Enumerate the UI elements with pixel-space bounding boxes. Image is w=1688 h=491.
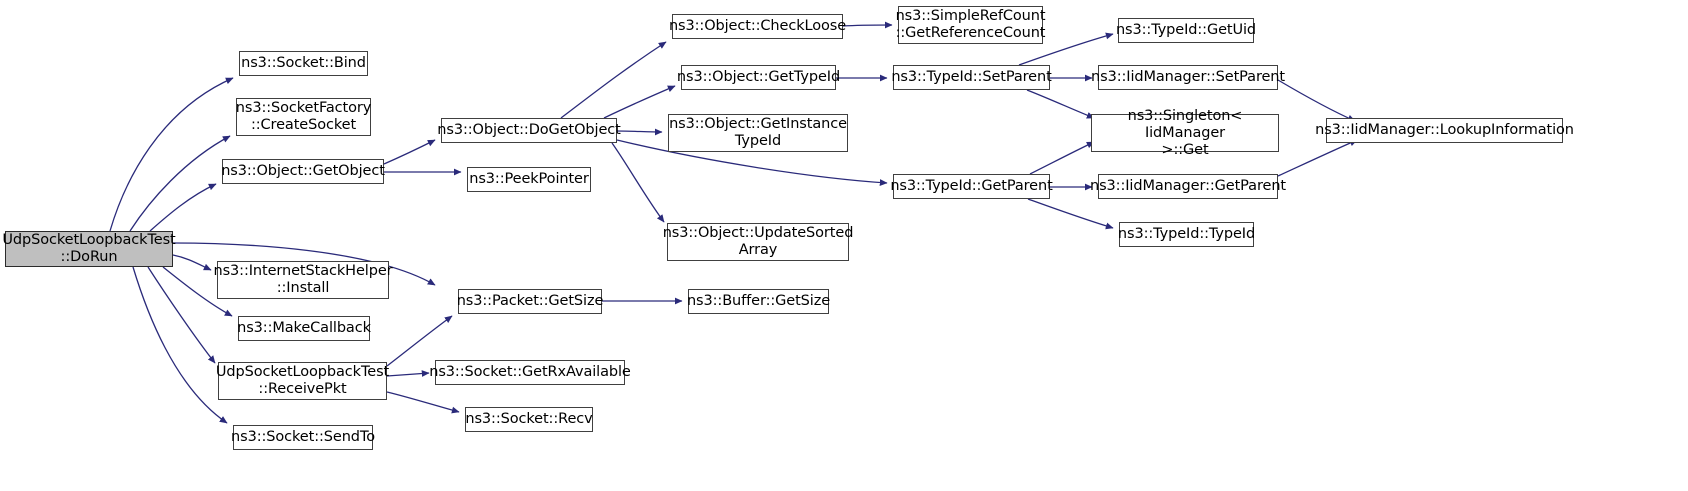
graph-node-label: ns3::Socket::Bind: [241, 55, 366, 71]
graph-node-label: ns3::Socket::SendTo: [231, 429, 375, 445]
graph-node-n5[interactable]: ns3::MakeCallback: [237, 316, 371, 341]
graph-node-n3[interactable]: ns3::Object::GetObject: [221, 159, 385, 184]
graph-node-n21[interactable]: ns3::TypeId::GetUid: [1115, 18, 1257, 43]
graph-node-label: ns3::InternetStackHelper ::Install: [213, 263, 393, 296]
graph-node-label: ns3::SimpleRefCount ::GetReferenceCount: [895, 8, 1046, 41]
call-edge-n22-to-n26: [1277, 79, 1356, 122]
graph-node-n22[interactable]: ns3::IidManager::SetParent: [1091, 65, 1285, 90]
graph-node-n15[interactable]: ns3::Object::GetInstance TypeId: [668, 114, 848, 152]
graph-node-n7[interactable]: ns3::Socket::SendTo: [231, 425, 375, 450]
graph-node-n1[interactable]: ns3::Socket::Bind: [239, 51, 368, 76]
call-edge-n8-to-n15: [616, 128, 663, 136]
graph-node-label: ns3::Object::DoGetObject: [437, 122, 621, 138]
graph-node-n24[interactable]: ns3::IidManager::GetParent: [1090, 174, 1286, 199]
graph-node-n20[interactable]: ns3::TypeId::GetParent: [890, 174, 1053, 199]
graph-node-n4[interactable]: ns3::InternetStackHelper ::Install: [214, 261, 393, 299]
call-edge-n6-to-n11: [386, 370, 430, 377]
call-edge-n8-to-n14: [603, 85, 676, 119]
call-edge-n6-to-n10: [386, 315, 453, 367]
graph-node-label: ns3::IidManager::LookupInformation: [1315, 122, 1574, 138]
graph-node-n26[interactable]: ns3::IidManager::LookupInformation: [1315, 118, 1574, 143]
graph-node-n6[interactable]: UdpSocketLoopbackTest ::ReceivePkt: [215, 362, 390, 400]
graph-node-label: ns3::TypeId::GetParent: [890, 178, 1053, 194]
graph-node-label: ns3::Socket::Recv: [465, 411, 593, 427]
graph-node-label: ns3::Singleton< IidManager >::Get: [1127, 107, 1243, 158]
graph-node-label: ns3::Object::GetTypeId: [676, 69, 841, 85]
graph-node-n10[interactable]: ns3::Packet::GetSize: [456, 289, 604, 314]
graph-node-label: ns3::IidManager::SetParent: [1091, 69, 1285, 85]
call-edge-n0-to-n6: [147, 266, 216, 364]
graph-node-label: ns3::Object::UpdateSorted Array: [662, 225, 854, 258]
graph-node-label: ns3::Object::CheckLoose: [668, 18, 847, 34]
graph-node-n19[interactable]: ns3::TypeId::SetParent: [891, 65, 1052, 90]
graph-node-label: ns3::MakeCallback: [237, 320, 371, 336]
graph-node-label: ns3::PeekPointer: [469, 171, 589, 187]
graph-node-label: UdpSocketLoopbackTest ::DoRun: [2, 232, 176, 265]
graph-node-n14[interactable]: ns3::Object::GetTypeId: [677, 65, 840, 90]
graph-node-n9[interactable]: ns3::PeekPointer: [467, 167, 591, 192]
graph-node-label: ns3::TypeId::SetParent: [891, 69, 1052, 85]
graph-node-label: ns3::SocketFactory ::CreateSocket: [235, 100, 372, 133]
graph-node-label: ns3::TypeId::GetUid: [1115, 22, 1257, 38]
graph-node-label: ns3::Object::GetInstance TypeId: [669, 116, 847, 149]
graph-node-n0[interactable]: UdpSocketLoopbackTest ::DoRun: [2, 231, 176, 267]
graph-node-n12[interactable]: ns3::Socket::Recv: [465, 407, 593, 432]
graph-node-label: ns3::Buffer::GetSize: [686, 293, 831, 309]
call-edge-n0-to-n3: [149, 183, 217, 232]
graph-node-label: ns3::Packet::GetSize: [456, 293, 604, 309]
graph-node-n2[interactable]: ns3::SocketFactory ::CreateSocket: [236, 98, 371, 136]
graph-node-n13[interactable]: ns3::Object::CheckLoose: [668, 14, 847, 39]
call-edge-n19-to-n23: [1026, 89, 1095, 119]
graph-node-n16[interactable]: ns3::Object::UpdateSorted Array: [663, 223, 853, 261]
graph-node-n25[interactable]: ns3::TypeId::TypeId: [1117, 222, 1256, 247]
call-edge-n0-to-n2: [129, 135, 231, 232]
graph-node-label: UdpSocketLoopbackTest ::ReceivePkt: [215, 364, 390, 397]
call-edge-n20-to-n25: [1027, 198, 1114, 230]
graph-node-label: ns3::Object::GetObject: [221, 163, 385, 179]
graph-node-n23[interactable]: ns3::Singleton< IidManager >::Get: [1091, 108, 1279, 158]
call-edge-n8-to-n16: [611, 142, 665, 223]
graph-node-label: ns3::Socket::GetRxAvailable: [429, 364, 631, 380]
call-edge-n0-to-n1: [109, 77, 234, 232]
call-edge-n8-to-n13: [560, 41, 667, 119]
call-edge-n6-to-n12: [386, 391, 460, 414]
call-edge-n24-to-n26: [1277, 139, 1358, 177]
call-edge-n13-to-n18: [842, 21, 893, 29]
graph-node-label: ns3::TypeId::TypeId: [1117, 226, 1256, 242]
graph-node-n18[interactable]: ns3::SimpleRefCount ::GetReferenceCount: [895, 6, 1046, 44]
call-edge-n20-to-n23: [1029, 141, 1095, 175]
graph-node-n8[interactable]: ns3::Object::DoGetObject: [437, 118, 621, 143]
graph-node-n11[interactable]: ns3::Socket::GetRxAvailable: [429, 360, 631, 385]
graph-node-label: ns3::IidManager::GetParent: [1090, 178, 1286, 194]
call-edge-n3-to-n8: [383, 139, 436, 165]
graph-node-n17[interactable]: ns3::Buffer::GetSize: [686, 289, 831, 314]
call-edge-n0-to-n4: [172, 254, 212, 271]
